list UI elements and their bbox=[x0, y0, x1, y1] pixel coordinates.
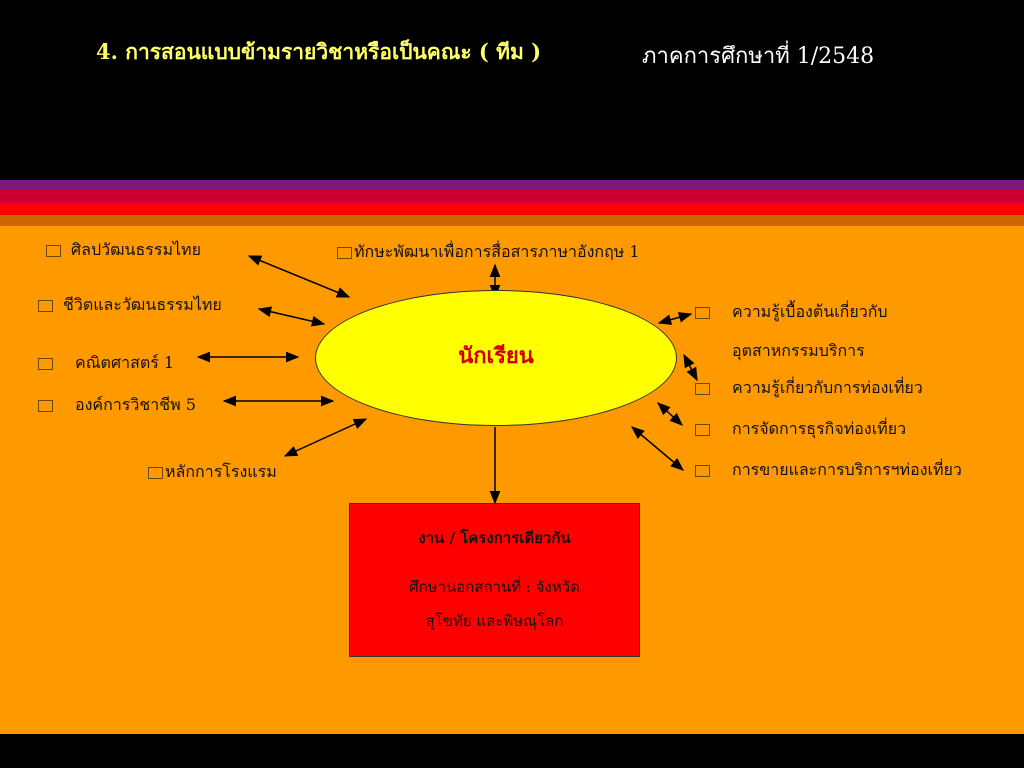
subject-label: หลักการโรงแรม bbox=[165, 462, 277, 481]
square-bullet-icon bbox=[695, 424, 710, 436]
arrow-service-basics bbox=[657, 312, 693, 325]
page-title: 4. การสอนแบบข้ามรายวิชาหรือเป็นคณะ ( ทีม… bbox=[96, 39, 542, 64]
subject-label: ความรู้เกี่ยวกับการท่องเที่ยว bbox=[732, 378, 923, 397]
square-bullet-icon bbox=[337, 247, 352, 259]
semester-label: ภาคการศึกษาที่ 1/2548 bbox=[642, 44, 875, 69]
project-box: งาน / โครงการเดียวกัน ศึกษานอกสถานที่ : … bbox=[349, 503, 640, 657]
subject-label: คณิตศาสตร์ 1 bbox=[75, 353, 175, 372]
square-bullet-icon bbox=[695, 307, 710, 319]
project-description-line1: ศึกษานอกสถานที่ : จังหวัด bbox=[409, 578, 580, 596]
subject-math: คณิตศาสตร์ 1 bbox=[38, 353, 174, 373]
project-description-line2: สุโขทัย และพิษณุโลก bbox=[425, 612, 564, 630]
student-label: นักเรียน bbox=[458, 342, 534, 369]
subject-label: ทักษะพัฒนาเพื่อการสื่อสารภาษาอังกฤษ 1 bbox=[354, 242, 640, 261]
stripe-purple bbox=[0, 180, 1024, 190]
square-bullet-icon bbox=[695, 465, 710, 477]
square-bullet-icon bbox=[46, 245, 61, 257]
square-bullet-icon bbox=[38, 300, 53, 312]
square-bullet-icon bbox=[38, 358, 53, 370]
arrow-thai-life bbox=[257, 306, 326, 327]
subject-label-line2: อุตสาหกรรมบริการ bbox=[732, 341, 865, 360]
subject-english: ทักษะพัฒนาเพื่อการสื่อสารภาษาอังกฤษ 1 bbox=[337, 242, 640, 262]
square-bullet-icon bbox=[38, 400, 53, 412]
subject-thai-arts: ศิลปวัฒนธรรมไทย bbox=[46, 240, 201, 260]
subject-tour-business: การจัดการธุรกิจท่องเที่ยว bbox=[695, 419, 906, 439]
stripe-red bbox=[0, 203, 1024, 215]
square-bullet-icon bbox=[148, 467, 163, 479]
subject-label: ความรู้เบื้องต้นเกี่ยวกับ อุตสาหกรรมบริก… bbox=[732, 302, 888, 361]
arrow-tourism-knowledge bbox=[683, 353, 698, 382]
subject-hotel: หลักการโรงแรม bbox=[148, 462, 277, 482]
subject-thai-life: ชีวิตและวัฒนธรรมไทย bbox=[38, 295, 222, 315]
subject-label: องค์การวิชาชีพ 5 bbox=[75, 395, 196, 414]
student-ellipse: นักเรียน bbox=[315, 290, 677, 426]
stripe-brown bbox=[0, 215, 1024, 226]
project-title: งาน / โครงการเดียวกัน bbox=[418, 529, 571, 547]
subject-tourism-knowledge: ความรู้เกี่ยวกับการท่องเที่ยว bbox=[695, 378, 923, 398]
arrow-hotel bbox=[283, 418, 368, 457]
subject-tour-sales: การขายและการบริการฯท่องเที่ยว bbox=[695, 460, 962, 480]
arrow-thai-arts bbox=[247, 255, 351, 298]
subject-career-org: องค์การวิชาชีพ 5 bbox=[38, 395, 196, 415]
square-bullet-icon bbox=[695, 383, 710, 395]
stripe-crimson bbox=[0, 190, 1024, 203]
arrow-tour-sales bbox=[630, 426, 685, 471]
subject-service-basics: ความรู้เบื้องต้นเกี่ยวกับ อุตสาหกรรมบริก… bbox=[695, 302, 888, 361]
subject-label-line1: ความรู้เบื้องต้นเกี่ยวกับ bbox=[732, 302, 888, 321]
arrow-tour-business bbox=[657, 402, 683, 426]
subject-label: การจัดการธุรกิจท่องเที่ยว bbox=[732, 419, 907, 438]
subject-label: การขายและการบริการฯท่องเที่ยว bbox=[732, 460, 962, 479]
subject-label: ชีวิตและวัฒนธรรมไทย bbox=[63, 295, 222, 314]
subject-label: ศิลปวัฒนธรรมไทย bbox=[71, 240, 201, 259]
